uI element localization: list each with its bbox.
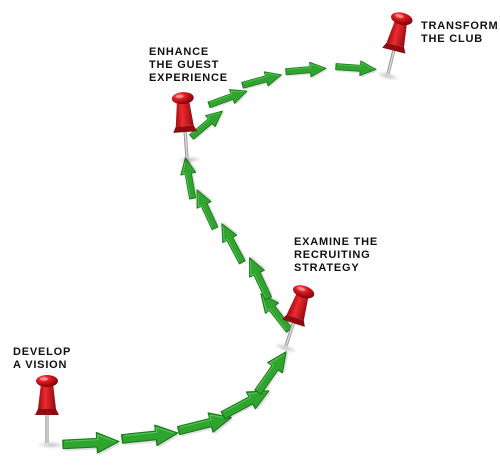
label-line: TRANSFORM [421,20,499,32]
arrow-14 [285,61,328,79]
arrow-12 [207,89,249,110]
label-line: A VISION [13,359,68,371]
arrow-2 [121,424,180,448]
arrow-1 [62,431,121,456]
label-line: THE CLUB [421,33,484,45]
label-line: THE GUEST [149,59,220,71]
arrow-11 [189,110,225,141]
label-line: EXPERIENCE [149,72,228,84]
arrow-7 [249,255,273,301]
label-line: ENHANCE [149,46,209,58]
label-line: DEVELOP [13,346,72,358]
label-enhance-guest: ENHANCE THE GUEST EXPERIENCE [149,46,228,85]
arrow-8 [221,221,247,265]
arrow-5 [254,351,289,395]
pin-transform-club [375,12,413,81]
pin-enhance-guest [171,92,202,164]
label-transform-club: TRANSFORM THE CLUB [421,20,498,46]
label-line: EXAMINE THE [294,236,378,248]
arrow-15 [335,60,378,78]
label-line: STRATEGY [294,262,360,274]
arrow-4 [220,390,272,421]
arrow-13 [241,71,283,90]
label-examine-recruiting: EXAMINE THE RECRUITING STRATEGY [294,236,378,275]
pin-develop-vision [35,375,65,449]
pin-examine-recruiting [273,285,315,354]
label-develop-vision: DEVELOP A VISION [13,346,71,372]
arrow-3 [176,412,234,437]
arrow-10 [180,156,198,200]
arrow-9 [196,187,220,231]
arrow-chain [62,60,378,456]
label-line: RECRUITING [294,249,371,261]
